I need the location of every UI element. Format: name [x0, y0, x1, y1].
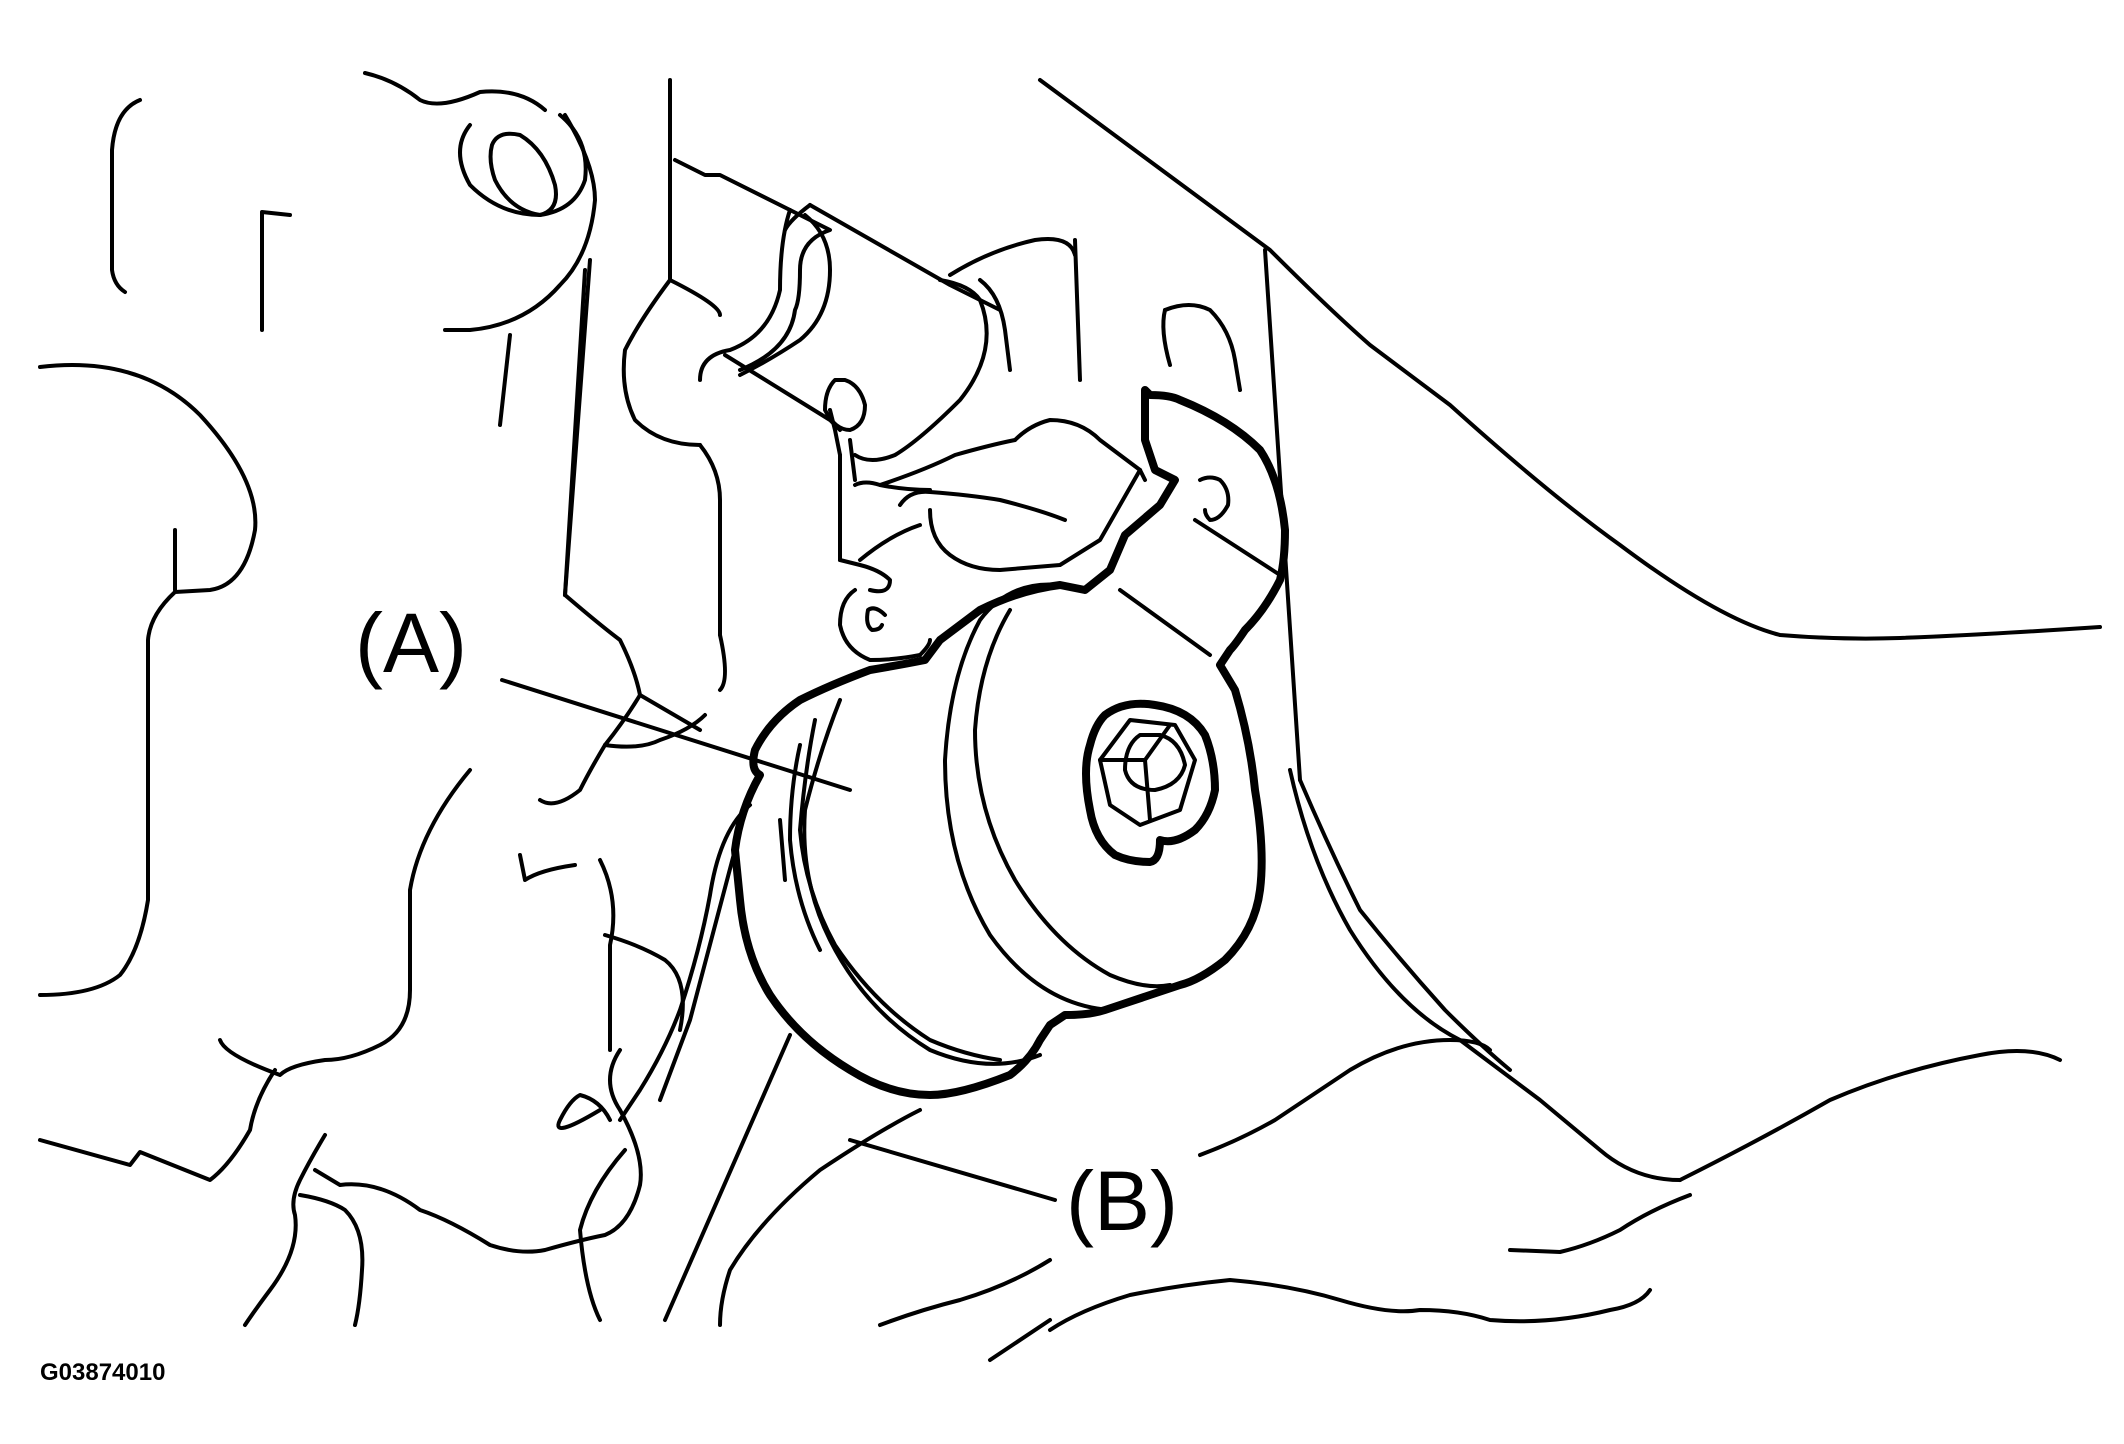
idler-pulley-assembly: [731, 386, 1289, 1099]
pulley-face: [802, 698, 1042, 1066]
bracket-stud: [1198, 475, 1231, 522]
figure-id: G03874010: [40, 1359, 165, 1386]
right-body-lines: [878, 78, 2102, 1362]
nut-hex: [1098, 718, 1197, 827]
leader-line-a: [500, 678, 852, 792]
pulley-inner-ring: [973, 608, 1172, 989]
left-housing-lines: [38, 71, 707, 1327]
leader-line-b: [848, 1138, 1057, 1202]
callout-label-a: (A): [355, 596, 467, 690]
callout-label-b: (B): [1066, 1154, 1178, 1248]
nut-washer: [1123, 733, 1187, 792]
bracket-lines: [563, 158, 1242, 692]
lower-belt-lines: [578, 803, 922, 1327]
bracket-outline: [731, 386, 1289, 1099]
pulley-outer-ring: [943, 582, 1112, 1012]
nut-outline: [1082, 699, 1219, 866]
